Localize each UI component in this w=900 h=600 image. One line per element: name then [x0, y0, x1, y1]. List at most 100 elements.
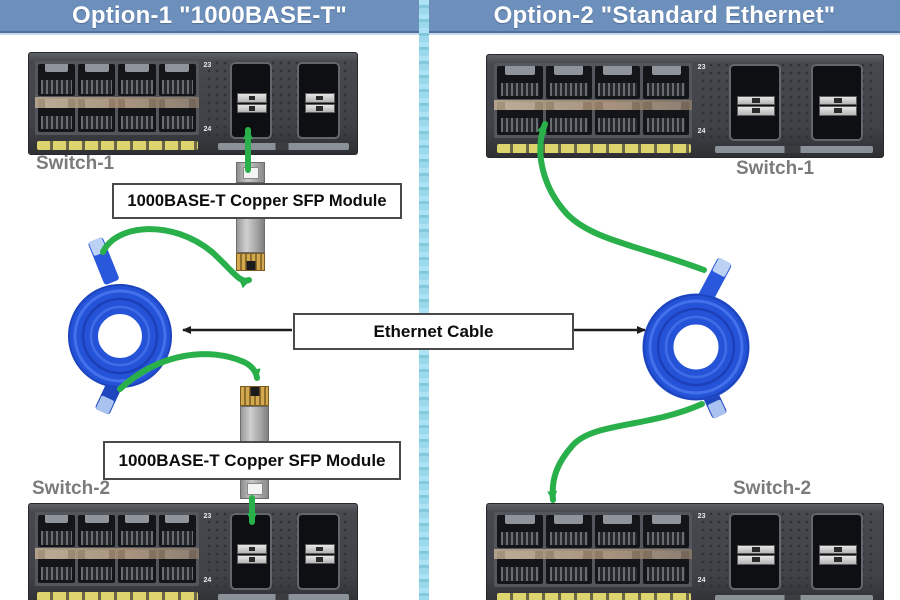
ethernet-cable-coil-right [642, 258, 750, 419]
ethernet-cable-label-box: Ethernet Cable [293, 313, 574, 350]
sfp-latch [236, 103, 268, 113]
sfp-latch [737, 106, 775, 116]
sfp-module-label-box-upper: 1000BASE-T Copper SFP Module [112, 183, 402, 219]
rj45-connector-icon [88, 237, 119, 285]
chassis-label-strip [714, 146, 874, 154]
rj45-port-block [34, 61, 199, 135]
yellow-label-strip [37, 141, 198, 151]
yellow-label-strip [496, 593, 691, 600]
sfp-bottom-stub [240, 478, 269, 499]
option1-title: Option-1 "1000BASE-T" [72, 1, 347, 29]
rj45-connector-icon [95, 367, 128, 415]
sfp-slot-zone [204, 59, 353, 142]
ethernet-cable-label: Ethernet Cable [373, 321, 494, 341]
switch1-left-label: Switch-1 [36, 153, 115, 174]
sfp-cage [229, 512, 273, 590]
rj45-port [37, 515, 76, 548]
port-number-label: 23 [203, 513, 212, 521]
switch2-left-label: Switch-2 [32, 478, 111, 499]
rj45-port [497, 515, 543, 548]
chassis-reflection [494, 548, 693, 560]
sfp-cage [729, 63, 781, 142]
sfp-latch [236, 93, 268, 103]
port-number-label: 24 [203, 576, 212, 584]
port-number-label: 23 [697, 64, 706, 72]
yellow-label-strip [37, 592, 198, 600]
rj45-port [158, 64, 196, 97]
sfp-slot-zone [698, 61, 878, 145]
switch2-right-label: Switch-2 [733, 478, 812, 499]
port-number-label: 24 [697, 128, 706, 136]
sfp-latch [737, 544, 775, 555]
rj45-port [118, 64, 156, 97]
sfp-gold-connector [236, 253, 265, 271]
switch2-left-photo: 23 24 [28, 503, 358, 600]
sfp-mini-label [242, 166, 259, 179]
rj45-port [37, 64, 76, 97]
sfp-connector-notch [250, 387, 259, 396]
ethernet-cable-coil-left [68, 237, 172, 415]
sfp-slot-zone [204, 510, 353, 593]
chassis-label-strip [217, 143, 349, 151]
switch2-right-photo: 23 24 [486, 503, 884, 600]
rj45-port [78, 64, 116, 97]
rj45-connector-icon [694, 371, 727, 419]
chassis-label-strip [714, 595, 874, 600]
sfp-latch [304, 544, 336, 554]
sfp-module-label-lower: 1000BASE-T Copper SFP Module [118, 450, 386, 470]
switch1-right-label: Switch-1 [736, 158, 815, 179]
sfp-slot-zone [698, 510, 878, 594]
switch1-left-photo: 23 24 [28, 52, 358, 155]
rj45-port [643, 66, 690, 99]
sfp-gold-connector [240, 386, 269, 406]
rj45-port [497, 66, 543, 99]
sfp-connector-notch [246, 261, 255, 270]
sfp-cage [229, 61, 273, 139]
sfp-latch [304, 554, 336, 564]
sfp-top-stub [236, 162, 265, 183]
sfp-latch [819, 544, 857, 555]
switch1-right-photo: 23 24 [486, 54, 884, 158]
green-arrow-cable-to-lower-sfp [117, 351, 261, 392]
sfp-mini-label [246, 482, 263, 495]
port-number-label: 24 [203, 125, 212, 133]
sfp-cage [297, 61, 341, 139]
sfp-latch [304, 103, 336, 113]
rj45-port [118, 515, 156, 548]
rj45-port [594, 66, 641, 99]
sfp-module-label-upper: 1000BASE-T Copper SFP Module [127, 191, 387, 210]
center-divider-line [419, 0, 429, 600]
sfp-latch [819, 555, 857, 565]
rj45-connector-icon [697, 258, 732, 305]
option1-header: Option-1 "1000BASE-T" [0, 0, 419, 31]
option2-title: Option-2 "Standard Ethernet" [493, 1, 836, 29]
sfp-latch [304, 93, 336, 103]
green-arrow-cable-to-upper-sfp [100, 226, 252, 289]
yellow-label-strip [496, 144, 691, 154]
chassis-reflection [34, 548, 199, 559]
sfp-cage [297, 512, 341, 590]
sfp-latch [236, 554, 268, 564]
sfp-latch [819, 95, 857, 106]
sfp-cage [811, 512, 863, 591]
rj45-port [545, 66, 592, 99]
sfp-latch [737, 95, 775, 106]
green-arrow-cable-to-switch2-right [547, 401, 705, 503]
sfp-latch [236, 544, 268, 554]
sfp-module-label-box-lower: 1000BASE-T Copper SFP Module [103, 441, 401, 480]
port-number-label: 23 [203, 62, 212, 70]
rj45-port [78, 515, 116, 548]
sfp-cage [811, 63, 863, 142]
sfp-cage [729, 512, 781, 591]
rj45-port [158, 515, 196, 548]
rj45-port [594, 515, 641, 548]
port-number-label: 24 [697, 577, 706, 585]
chassis-label-strip [217, 594, 349, 600]
chassis-reflection [34, 97, 199, 108]
rj45-port [643, 515, 690, 548]
option2-header: Option-2 "Standard Ethernet" [429, 0, 900, 31]
sfp-latch [819, 106, 857, 116]
rj45-port [545, 515, 592, 548]
sfp-latch [737, 555, 775, 565]
